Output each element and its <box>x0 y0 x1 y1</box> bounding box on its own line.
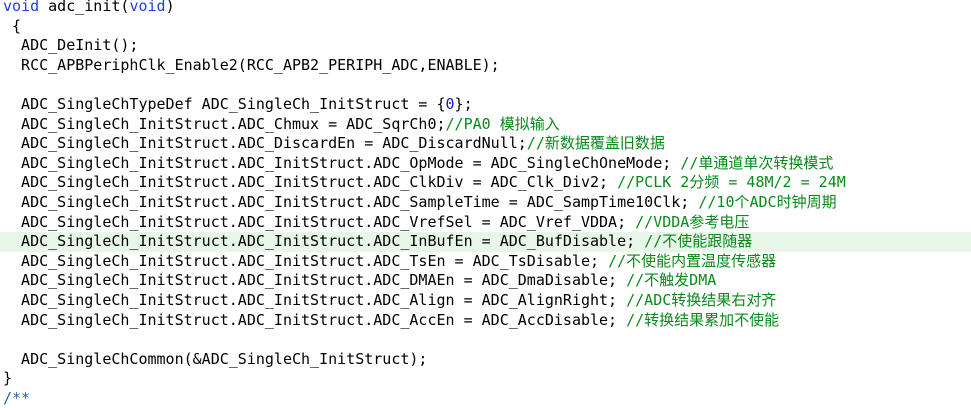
code-text: RCC_APBPeriphClk_Enable2(RCC_APB2_PERIPH… <box>3 55 500 74</box>
code-line[interactable]: ADC_DeInit(); <box>0 36 971 56</box>
code-text: ADC_SingleCh_InitStruct.ADC_Chmux = ADC_… <box>3 114 446 133</box>
code-text: ADC_SingleCh_InitStruct.ADC_InitStruct.A… <box>3 310 627 329</box>
code-line[interactable]: ADC_SingleCh_InitStruct.ADC_InitStruct.A… <box>0 271 971 291</box>
code-text: ADC_SingleChCommon(&ADC_SingleCh_InitStr… <box>3 349 428 368</box>
code-comment: //不使能跟随器 <box>644 232 753 251</box>
code-line[interactable]: } <box>0 369 971 389</box>
code-line[interactable]: ADC_SingleCh_InitStruct.ADC_Chmux = ADC_… <box>0 115 971 135</box>
code-line-current[interactable]: ADC_SingleCh_InitStruct.ADC_InitStruct.A… <box>0 232 971 252</box>
keyword-token: void <box>3 0 40 15</box>
code-line[interactable]: ADC_SingleCh_InitStruct.ADC_DiscardEn = … <box>0 134 971 154</box>
code-text: ADC_SingleChTypeDef ADC_SingleCh_InitStr… <box>3 94 446 113</box>
code-comment: //转换结果累加不使能 <box>626 310 780 329</box>
doc-comment: /** <box>3 388 31 407</box>
code-text: adc_init( <box>39 0 130 15</box>
code-comment: //单通道单次转换模式 <box>680 153 834 172</box>
code-comment: //不使能内置温度传感器 <box>608 251 777 270</box>
code-line[interactable] <box>0 75 971 95</box>
code-comment: //VDDA参考电压 <box>635 212 750 231</box>
code-line[interactable]: RCC_APBPeriphClk_Enable2(RCC_APB2_PERIPH… <box>0 56 971 76</box>
code-text: ADC_SingleCh_InitStruct.ADC_InitStruct.A… <box>3 232 645 251</box>
code-text: { <box>3 16 22 35</box>
code-comment: //10个ADC时钟周期 <box>698 192 837 211</box>
code-text: ADC_SingleCh_InitStruct.ADC_InitStruct.A… <box>3 153 681 172</box>
code-line[interactable]: ADC_SingleCh_InitStruct.ADC_InitStruct.A… <box>0 311 971 331</box>
number-literal: 0 <box>445 94 455 113</box>
code-text: }; <box>454 94 473 113</box>
keyword-token: void <box>129 0 166 15</box>
code-line[interactable] <box>0 330 971 350</box>
code-text: ADC_SingleCh_InitStruct.ADC_InitStruct.A… <box>3 212 636 231</box>
code-line[interactable]: ADC_SingleChCommon(&ADC_SingleCh_InitStr… <box>0 350 971 370</box>
code-text: ADC_SingleCh_InitStruct.ADC_InitStruct.A… <box>3 173 618 192</box>
code-text: ADC_SingleCh_InitStruct.ADC_InitStruct.A… <box>3 192 699 211</box>
code-text: ADC_SingleCh_InitStruct.ADC_DiscardEn = … <box>3 134 527 153</box>
code-text: } <box>3 369 13 388</box>
code-text: ADC_SingleCh_InitStruct.ADC_InitStruct.A… <box>3 271 627 290</box>
code-comment: //新数据覆盖旧数据 <box>526 134 665 153</box>
code-line[interactable]: ADC_SingleCh_InitStruct.ADC_InitStruct.A… <box>0 173 971 193</box>
code-comment: //不触发DMA <box>626 271 717 290</box>
code-line[interactable]: ADC_SingleCh_InitStruct.ADC_InitStruct.A… <box>0 213 971 233</box>
code-text: ADC_DeInit(); <box>3 36 139 55</box>
code-line[interactable]: ADC_SingleCh_InitStruct.ADC_InitStruct.A… <box>0 193 971 213</box>
code-line[interactable]: /** <box>0 389 971 408</box>
code-line[interactable]: ADC_SingleCh_InitStruct.ADC_InitStruct.A… <box>0 291 971 311</box>
code-line[interactable]: { <box>0 17 971 37</box>
code-text: ADC_SingleCh_InitStruct.ADC_InitStruct.A… <box>3 251 609 270</box>
code-line[interactable]: ADC_SingleCh_InitStruct.ADC_InitStruct.A… <box>0 252 971 272</box>
code-line[interactable]: void adc_init(void) <box>0 0 971 17</box>
code-line[interactable]: ADC_SingleCh_InitStruct.ADC_InitStruct.A… <box>0 154 971 174</box>
code-comment: //PCLK 2分频 = 48M/2 = 24M <box>617 173 846 192</box>
code-comment: //ADC转换结果右对齐 <box>626 290 777 309</box>
code-text: ) <box>165 0 175 15</box>
code-line[interactable]: ADC_SingleChTypeDef ADC_SingleCh_InitStr… <box>0 95 971 115</box>
code-comment: //PA0 模拟输入 <box>445 114 560 133</box>
code-text: ADC_SingleCh_InitStruct.ADC_InitStruct.A… <box>3 290 627 309</box>
